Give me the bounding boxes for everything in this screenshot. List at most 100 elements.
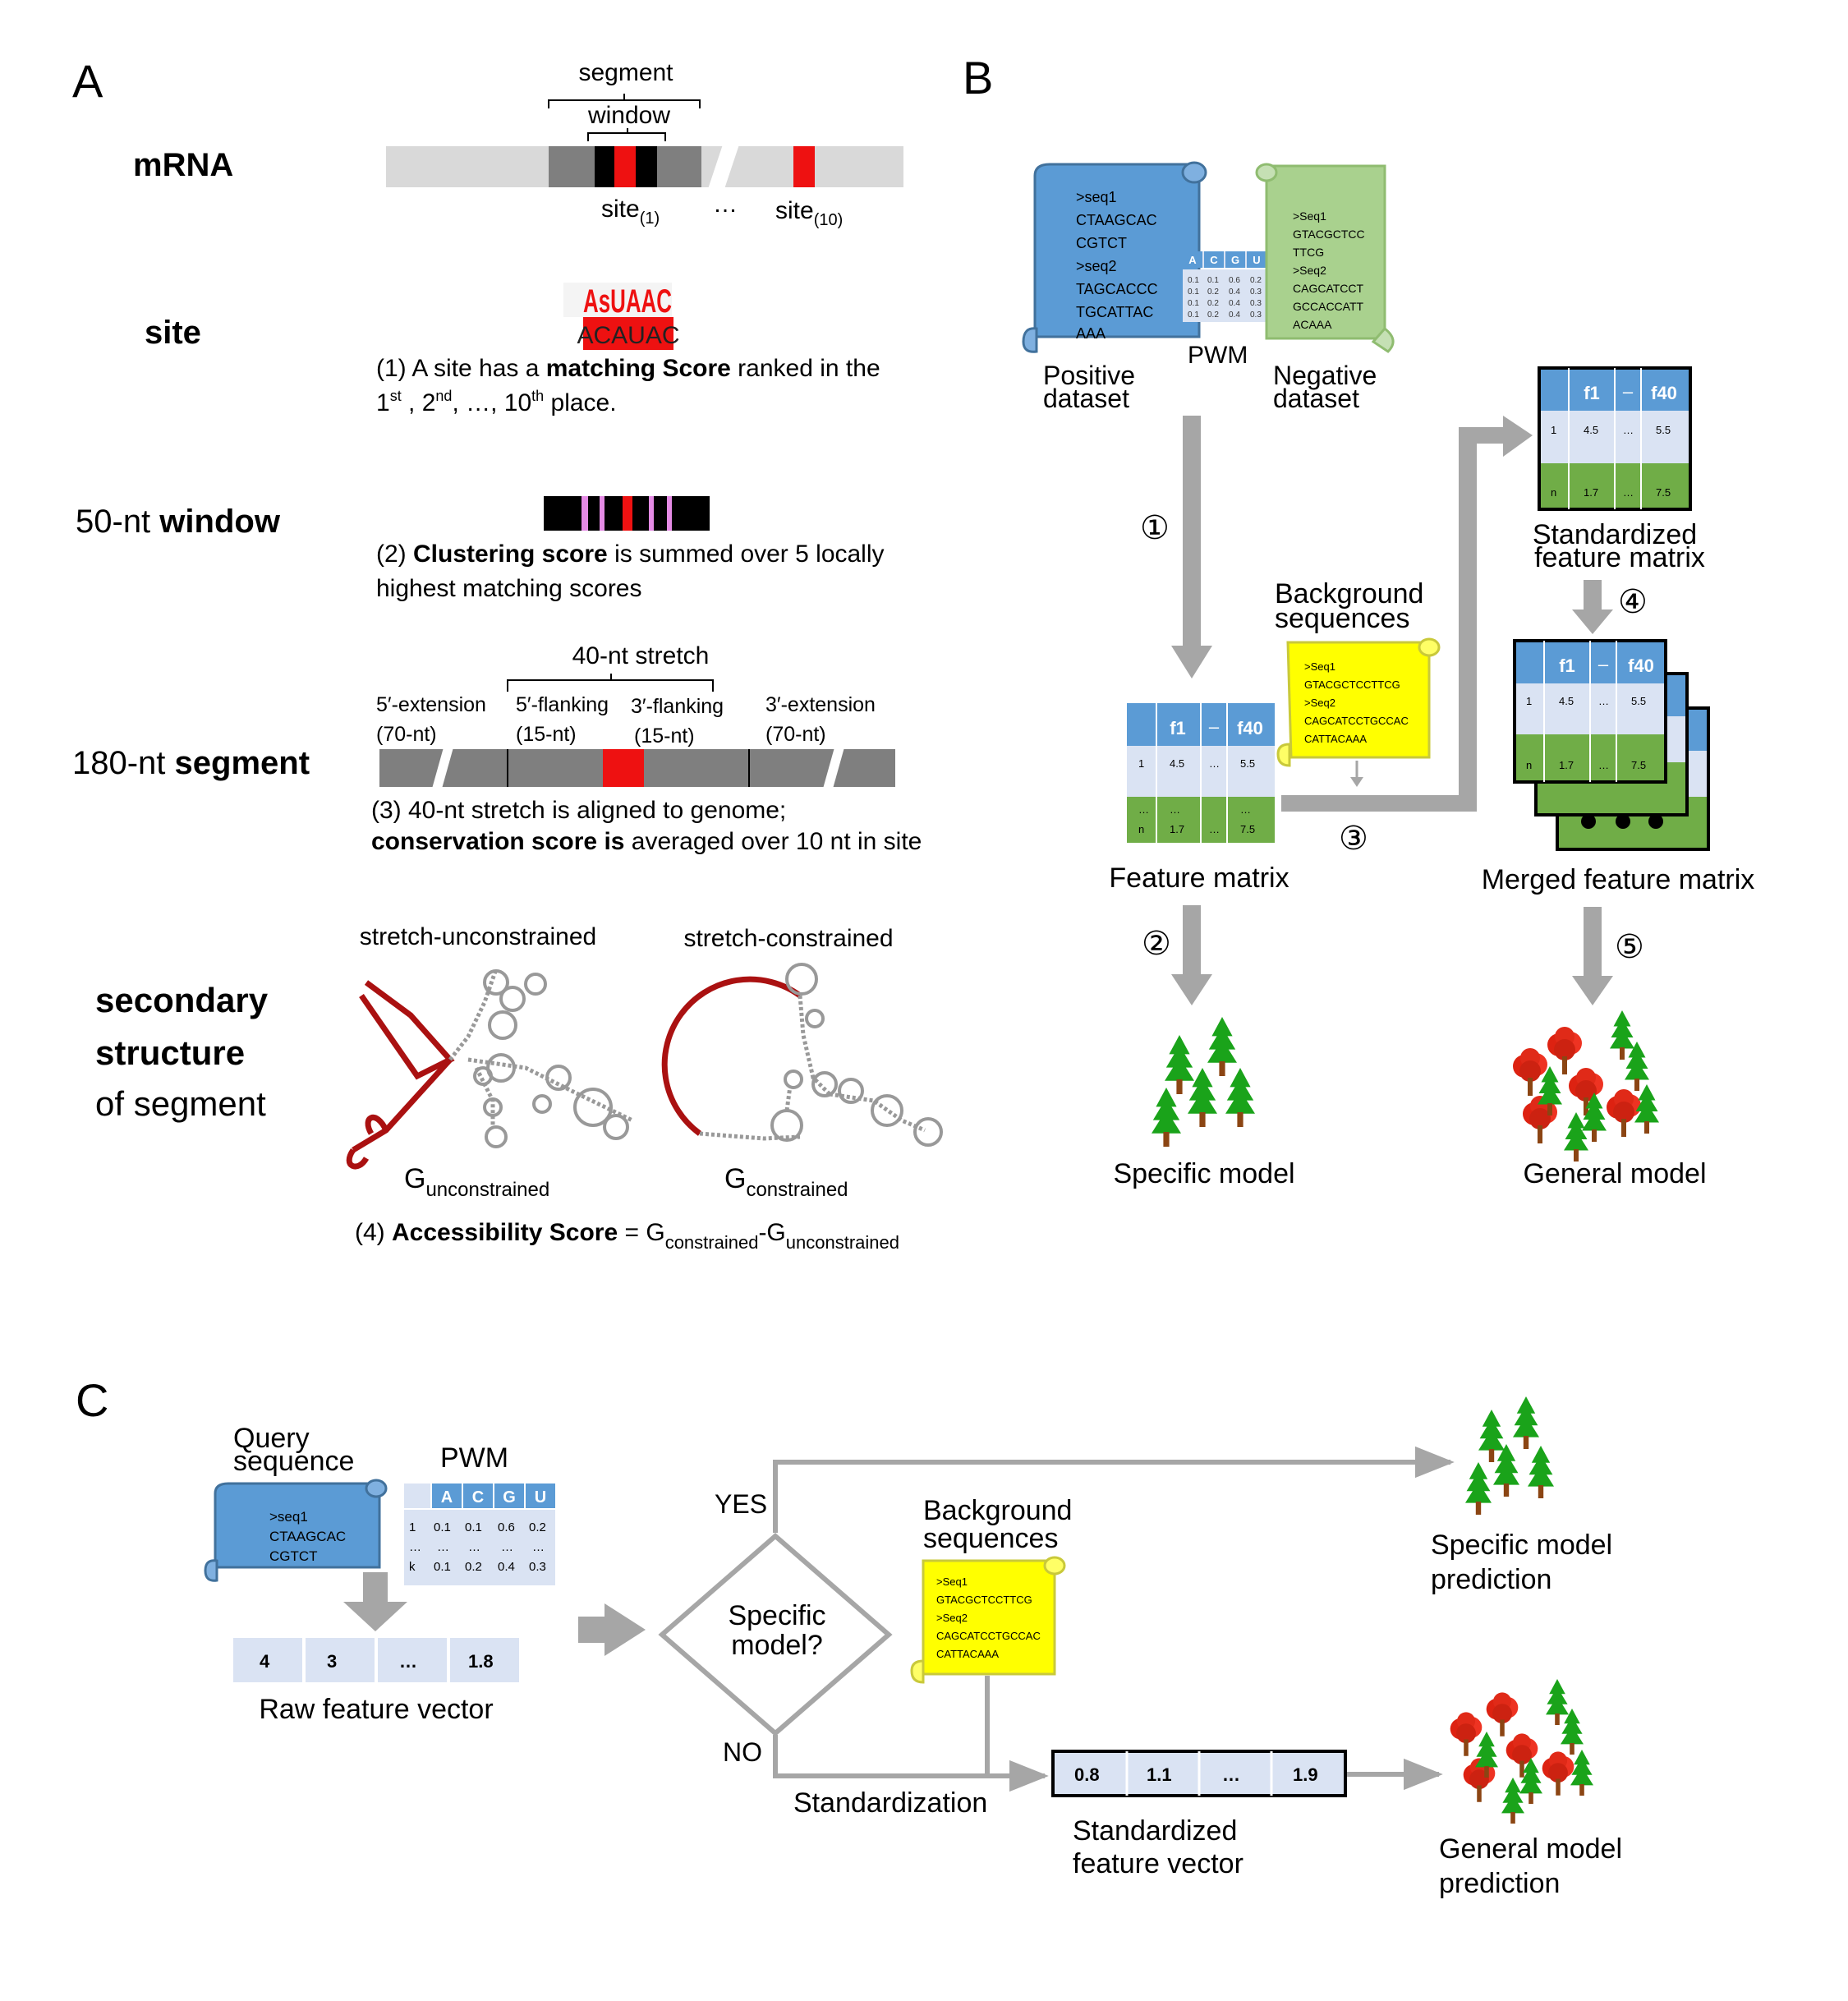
pwm-small-v: 0.3 <box>1250 288 1262 297</box>
fm-cell: 7.5 <box>1240 823 1255 835</box>
segment-label: segment <box>578 59 673 86</box>
pwm-small-values: 0.1 0.1 0.6 0.2 0.1 0.2 0.4 0.3 0.1 0.2 … <box>1188 276 1262 320</box>
pwm-c-values: 1 0.1 0.1 0.6 0.2 … … … … … k 0.1 0.2 0.… <box>409 1520 546 1574</box>
bg-b-scroll <box>1276 637 1441 767</box>
pwm-label-b: PWM <box>1188 342 1248 369</box>
unconstrained-title: stretch-unconstrained <box>360 923 597 950</box>
query-line-1: >seq1 <box>269 1509 308 1525</box>
g-constrained: Gconstrained <box>724 1163 848 1201</box>
window-row-label: 50-nt window <box>76 504 281 540</box>
site10-label: site(10) <box>775 197 843 229</box>
segment-bar <box>379 748 895 789</box>
positive-label-1: Positive <box>1043 361 1135 390</box>
pwm-c-v: 0.1 <box>434 1520 451 1534</box>
pwm-c-v: … <box>468 1540 480 1554</box>
general-model-forest <box>1513 1010 1659 1162</box>
site-desc-line2: 1st , 2nd, …, 10th place. <box>376 388 617 416</box>
pwm-c-v: 0.4 <box>498 1560 515 1574</box>
logo-letters: AsUAAC <box>583 283 672 320</box>
mm-cells: 1 4.5 … 5.5 n 1.7 … 7.5 <box>1526 695 1646 771</box>
pwm-small-v: 0.3 <box>1250 299 1262 308</box>
bg-c-scroll <box>910 1556 1066 1684</box>
std-matrix-label-2: feature matrix <box>1534 542 1705 573</box>
arrow-to-decision <box>578 1603 646 1656</box>
raw-vector-label: Raw feature vector <box>259 1694 493 1725</box>
pwm-small-h-c: C <box>1210 254 1218 266</box>
query-scroll <box>204 1479 388 1582</box>
pwm-small-v: 0.6 <box>1229 276 1240 285</box>
ext3-nt: (70-nt) <box>765 723 826 746</box>
raw-feature-vector <box>233 1638 519 1682</box>
pwm-c-h-u: U <box>535 1488 546 1506</box>
bg-b-label-2: sequences <box>1275 603 1409 634</box>
site-row-label: site <box>145 315 201 351</box>
pwm-c-v: 0.6 <box>498 1520 515 1534</box>
fm-cell: n <box>1138 823 1144 835</box>
specific-prediction-forest <box>1465 1396 1554 1515</box>
mm-h1: f1 <box>1559 656 1575 676</box>
mm-cell: 7.5 <box>1631 759 1646 771</box>
ext5-label: 5′-extension <box>376 693 486 716</box>
bg-b-label-1: Background <box>1275 578 1423 610</box>
ext3-label: 3′-extension <box>765 693 876 716</box>
negative-label-2: dataset <box>1273 384 1359 413</box>
pwm-small-v: 0.4 <box>1229 310 1240 320</box>
sm-cell: 1 <box>1551 424 1556 436</box>
pwm-c-v: 0.1 <box>434 1560 451 1574</box>
bg-b-line-3: >Seq2 <box>1304 697 1335 709</box>
sm-h2: – <box>1623 381 1634 402</box>
specific-model-label: Specific model <box>1113 1158 1294 1189</box>
sm-cell: 1.7 <box>1584 486 1598 499</box>
pwm-small-v: 0.1 <box>1188 299 1199 308</box>
structure-label-2: structure <box>95 1033 245 1072</box>
segment-row-label: 180-nt segment <box>72 745 310 781</box>
mm-h3: f40 <box>1628 656 1654 676</box>
segment-desc-line1: (3) 40-nt stretch is aligned to genome; <box>371 797 786 824</box>
pwm-small-h-u: U <box>1253 254 1260 266</box>
fm-h1: f1 <box>1170 718 1186 738</box>
positive-line-5: TAGCACCC <box>1076 281 1158 297</box>
general-prediction-forest <box>1450 1679 1593 1824</box>
bg-c-line-5: CATTACAAA <box>936 1648 999 1660</box>
pwm-small-v: 0.1 <box>1188 310 1199 320</box>
window-desc-line2: highest matching scores <box>376 575 642 602</box>
raw-v1: 4 <box>260 1651 270 1672</box>
bg-b-line-5: CATTACAAA <box>1304 733 1367 745</box>
pwm-small-v: 0.4 <box>1229 288 1240 297</box>
pwm-small-v: 0.4 <box>1229 299 1240 308</box>
decision-text-2: model? <box>731 1630 823 1661</box>
window-label: window <box>587 102 670 129</box>
bg-c-line-1: >Seq1 <box>936 1576 968 1588</box>
pwm-small-v: 0.3 <box>1250 310 1262 320</box>
sm-h3: f40 <box>1651 383 1677 403</box>
arrow-step2 <box>1171 905 1212 1005</box>
ext5-nt: (70-nt) <box>376 723 437 746</box>
positive-line-3: CGTCT <box>1076 235 1127 251</box>
negative-line-7: ACAAA <box>1293 318 1332 331</box>
window-bracket <box>587 128 666 141</box>
fm-cell: … <box>1240 803 1251 816</box>
panel-label-c: C <box>76 1374 108 1426</box>
positive-label-2: dataset <box>1043 384 1129 413</box>
fm-cell: 5.5 <box>1240 757 1255 770</box>
std-v2: 1.1 <box>1147 1764 1172 1785</box>
constrained-structure <box>661 963 943 1147</box>
bg-b-line-4: CAGCATCCTGCCAC <box>1304 715 1409 727</box>
mrna-bar <box>386 145 903 189</box>
fl3-nt: (15-nt) <box>634 724 695 748</box>
bg-b-line-2: GTACGCTCCTTCG <box>1304 678 1400 691</box>
bg-b-line-1: >Seq1 <box>1304 660 1335 673</box>
structure-label-3: of segment <box>95 1084 266 1123</box>
negative-line-6: GCCACCATT <box>1293 300 1364 313</box>
stretch-bracket <box>507 674 714 692</box>
specific-model-forest <box>1152 1017 1255 1147</box>
fl3-label: 3′-flanking <box>631 695 724 718</box>
pwm-small-v: 0.1 <box>1207 276 1219 285</box>
mm-cell: 5.5 <box>1631 695 1646 707</box>
fm-cell: … <box>1138 803 1149 816</box>
general-prediction-label-2: prediction <box>1439 1868 1560 1899</box>
window-desc-line1: (2) Clustering score is summed over 5 lo… <box>376 540 885 568</box>
pwm-c-h-g: G <box>503 1488 516 1506</box>
merged-matrix-label: Merged feature matrix <box>1482 864 1755 895</box>
mm-h2: – <box>1598 654 1609 674</box>
